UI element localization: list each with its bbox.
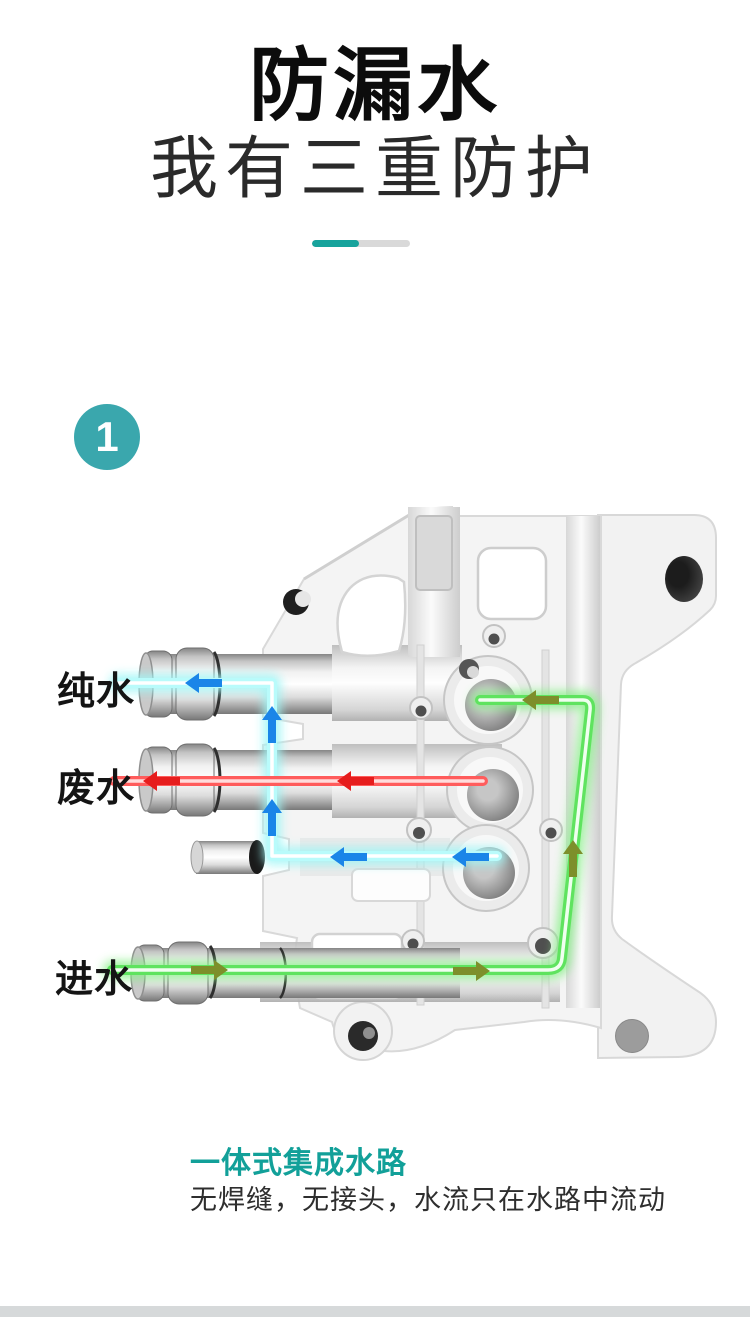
plate-hole-top xyxy=(665,556,703,602)
feature-title: 一体式集成水路 xyxy=(190,1147,407,1180)
label-inlet-water: 进水 xyxy=(55,959,134,1001)
window-top-square xyxy=(476,546,548,621)
stub-pipe xyxy=(190,840,265,874)
mounting-plate xyxy=(597,514,718,1060)
step-badge-number: 1 xyxy=(95,413,119,460)
bottom-bar xyxy=(0,1306,750,1317)
label-waste-water: 废水 xyxy=(57,768,136,810)
step-badge: 1 xyxy=(74,404,140,470)
feature-description: 无焊缝，无接头，水流只在水路中流动 xyxy=(190,1185,666,1215)
inlet-flow-line xyxy=(103,691,600,979)
window-top-left xyxy=(336,574,407,657)
label-pure-water: 纯水 xyxy=(57,671,136,713)
plate-hole-bottom xyxy=(615,1019,649,1053)
divider-teal-segment xyxy=(312,240,359,247)
page-title: 防漏水 xyxy=(249,41,501,130)
section-divider xyxy=(312,240,410,247)
page-subtitle: 我有三重防护 xyxy=(149,131,600,207)
top-slot xyxy=(415,515,453,591)
